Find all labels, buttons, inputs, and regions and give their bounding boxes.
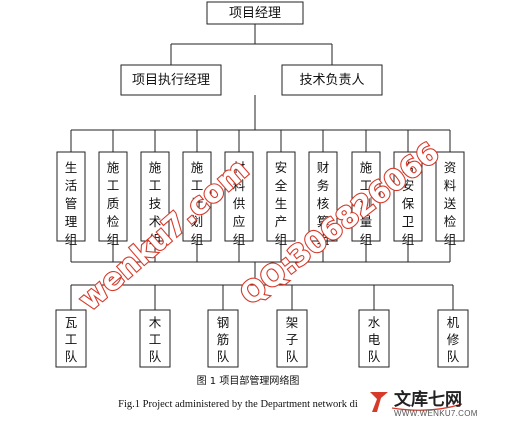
root-label: 项目经理 [229, 6, 281, 21]
logo-name: 文库七网 [394, 389, 462, 410]
group-node-1: 生活管理组 [56, 151, 86, 247]
group-node-5-label: 材料供应组 [233, 160, 246, 247]
team-node-4-label: 架子队 [286, 315, 299, 364]
logo-mark-icon [370, 392, 388, 412]
caption-cn: 图 1 项目部管理网络图 [197, 374, 300, 387]
group-node-10: 资料送检组 [435, 151, 465, 247]
team-node-4: 架子队 [276, 309, 308, 368]
logo-url: WWW.WENKU7.COM [394, 409, 478, 418]
team-node-5-label: 水电队 [368, 315, 381, 364]
group-node-10-label: 资料送检组 [444, 160, 457, 247]
connectors [70, 24, 454, 310]
group-node-4-label: 施工计划组 [191, 160, 204, 247]
executive-manager-label: 项目执行经理 [132, 73, 210, 88]
team-node-6-label: 机修队 [447, 315, 460, 364]
team-node-6: 机修队 [437, 309, 469, 368]
team-node-3: 钢筋队 [207, 309, 239, 368]
caption-en: Fig.1 Project administered by the Depart… [118, 399, 358, 410]
site-logo: 文库七网 WWW.WENKU7.COM [370, 389, 478, 418]
team-node-1-label: 瓦工队 [65, 315, 78, 364]
group-node-2: 施工质检组 [98, 151, 128, 247]
logo-swoosh-icon [391, 403, 463, 411]
group-node-8: 施工测量组 [351, 151, 381, 247]
group-node-1-label: 生活管理组 [65, 160, 78, 247]
team-nodes: 瓦工队 木工队 钢筋队 架子队 水电队 机修队 [55, 309, 469, 368]
group-node-3-label: 施工技术组 [149, 160, 162, 247]
group-nodes: 生活管理组 施工质检组 施工技术组 施工计划组 材料供应组 安全生产组 财务核算组 施工测量组… [56, 151, 465, 247]
team-node-2-label: 木工队 [149, 315, 162, 364]
group-node-9-label: 治安保卫组 [402, 160, 415, 247]
group-node-3: 施工技术组 [140, 151, 170, 247]
root-node: 项目经理 [206, 1, 304, 25]
group-node-2-label: 施工质检组 [107, 160, 120, 247]
technical-lead-label: 技术负责人 [299, 73, 364, 88]
group-node-6-label: 安全生产组 [275, 160, 288, 247]
group-node-5: 材料供应组 [224, 151, 254, 247]
group-node-7-label: 财务核算组 [317, 160, 330, 247]
group-node-6: 安全生产组 [266, 151, 296, 247]
technical-lead-node: 技术负责人 [281, 64, 383, 96]
group-node-9: 治安保卫组 [393, 151, 423, 247]
group-node-4: 施工计划组 [182, 151, 212, 247]
team-node-5: 水电队 [358, 309, 390, 368]
team-node-1: 瓦工队 [55, 309, 87, 368]
group-node-7: 财务核算组 [308, 151, 338, 247]
group-node-8-label: 施工测量组 [360, 160, 373, 247]
team-node-3-label: 钢筋队 [217, 315, 230, 364]
executive-manager-node: 项目执行经理 [120, 64, 222, 96]
team-node-2: 木工队 [139, 309, 171, 368]
